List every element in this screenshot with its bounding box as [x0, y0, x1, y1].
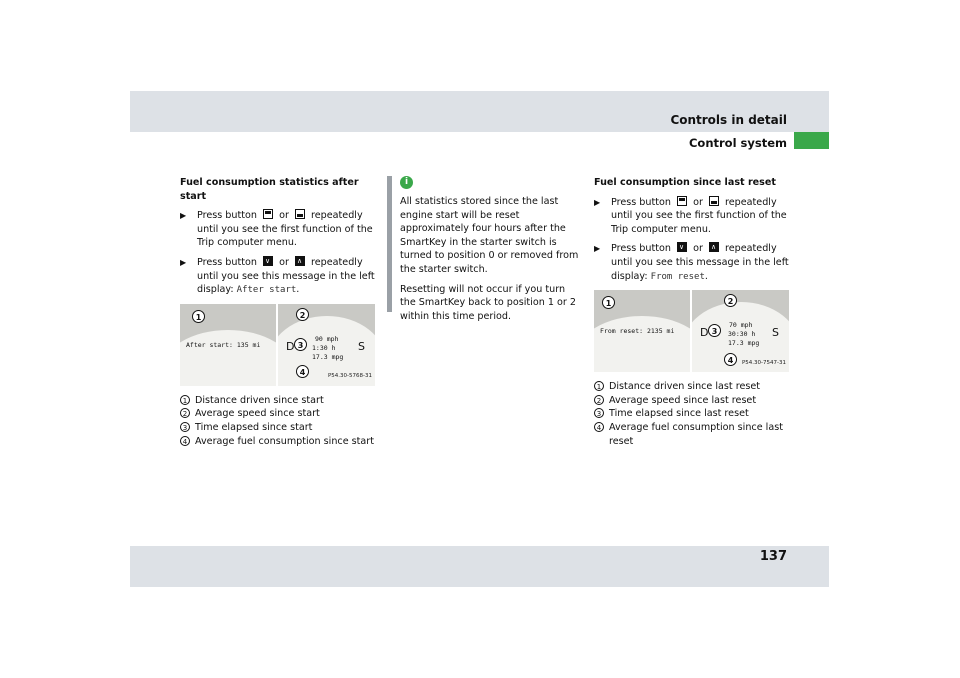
- info-paragraph-2: Resetting will not occur if you turn the…: [400, 283, 576, 322]
- consumption-readout: 17.3 mpg: [728, 339, 760, 348]
- bullet-arrow-icon: ▶: [180, 257, 187, 267]
- heading-from-reset: Fuel consumption since last reset: [594, 177, 776, 188]
- speed-readout: 90 mph: [315, 334, 339, 343]
- right-display-photo: D S 70 mph 30:30 h 17.3 mpg 2 3 4 P54.30…: [692, 290, 789, 373]
- bullet-arrow-icon: ▶: [594, 244, 601, 254]
- callout-4: 4: [296, 364, 309, 378]
- callout-3: 3: [708, 324, 721, 338]
- callout-1: 1: [192, 309, 205, 323]
- chevron-down-button-icon: ∨: [677, 242, 688, 253]
- bullet-arrow-icon: ▶: [594, 197, 601, 207]
- chevron-up-button-icon: ∧: [294, 255, 305, 266]
- step-2: ▶ Press button ∨ or ∧ repeatedly until y…: [180, 255, 375, 296]
- left-display-text: From reset: 2135 mi: [600, 327, 675, 336]
- column-from-reset: Fuel consumption since last reset ▶ Pres…: [594, 176, 789, 448]
- left-display-text: After start: 135 mi: [186, 340, 261, 349]
- callout-1: 1: [602, 296, 615, 310]
- step-1: ▶ Press button or repeatedly until you s…: [180, 209, 373, 249]
- left-display-photo: From reset: 2135 mi 1: [594, 290, 690, 373]
- display-message: After start: [236, 285, 297, 296]
- callout-4: 4: [724, 353, 737, 367]
- time-readout: 30:30 h: [728, 330, 756, 339]
- display-up-button-icon: [677, 195, 688, 206]
- section-tab-marker: [794, 132, 829, 149]
- step-2: ▶ Press button ∨ or ∧ repeatedly until y…: [594, 242, 789, 282]
- info-paragraph-1: All statistics stored since the last eng…: [400, 196, 579, 275]
- footer-band: [130, 546, 829, 587]
- speed-readout: 70 mph: [729, 321, 753, 330]
- instrument-cluster-figure: From reset: 2135 mi 1 D S 70 mph 30:30 h…: [594, 290, 789, 374]
- right-display-photo: D S 90 mph 1:30 h 17.3 mpg 2 3 4 P54.30-…: [278, 303, 375, 386]
- section-title: Control system: [688, 136, 787, 150]
- header-band: [130, 91, 829, 132]
- display-up-button-icon: [263, 209, 274, 220]
- consumption-readout: 17.3 mpg: [312, 352, 344, 361]
- heading-after-start: Fuel consumption statistics after start: [180, 177, 359, 202]
- step-1: ▶ Press button or repeatedly until you s…: [594, 195, 787, 235]
- figure-code: P54.30-5768-31: [327, 373, 372, 380]
- time-readout: 1:30 h: [312, 343, 336, 352]
- left-display-photo: After start: 135 mi 1: [180, 303, 276, 386]
- figure-code: P54.30-7547-31: [741, 359, 786, 366]
- callout-2: 2: [296, 307, 309, 321]
- info-note: i All statistics stored since the last e…: [400, 176, 580, 329]
- callout-2: 2: [724, 294, 737, 308]
- display-down-button-icon: [294, 209, 305, 220]
- display-message: From reset: [650, 271, 705, 282]
- info-sidebar-bar: [387, 176, 392, 312]
- display-down-button-icon: [708, 195, 719, 206]
- bullet-arrow-icon: ▶: [180, 211, 187, 221]
- chevron-up-button-icon: ∧: [708, 242, 719, 253]
- info-icon: i: [400, 176, 413, 189]
- page-number: 137: [759, 549, 787, 564]
- chapter-title: Controls in detail: [670, 113, 787, 127]
- callout-3: 3: [294, 337, 307, 351]
- instrument-cluster-figure: After start: 135 mi 1 D S 90 mph 1:30 h …: [180, 303, 375, 388]
- chevron-down-button-icon: ∨: [263, 255, 274, 266]
- column-after-start: Fuel consumption statistics after start …: [180, 176, 375, 448]
